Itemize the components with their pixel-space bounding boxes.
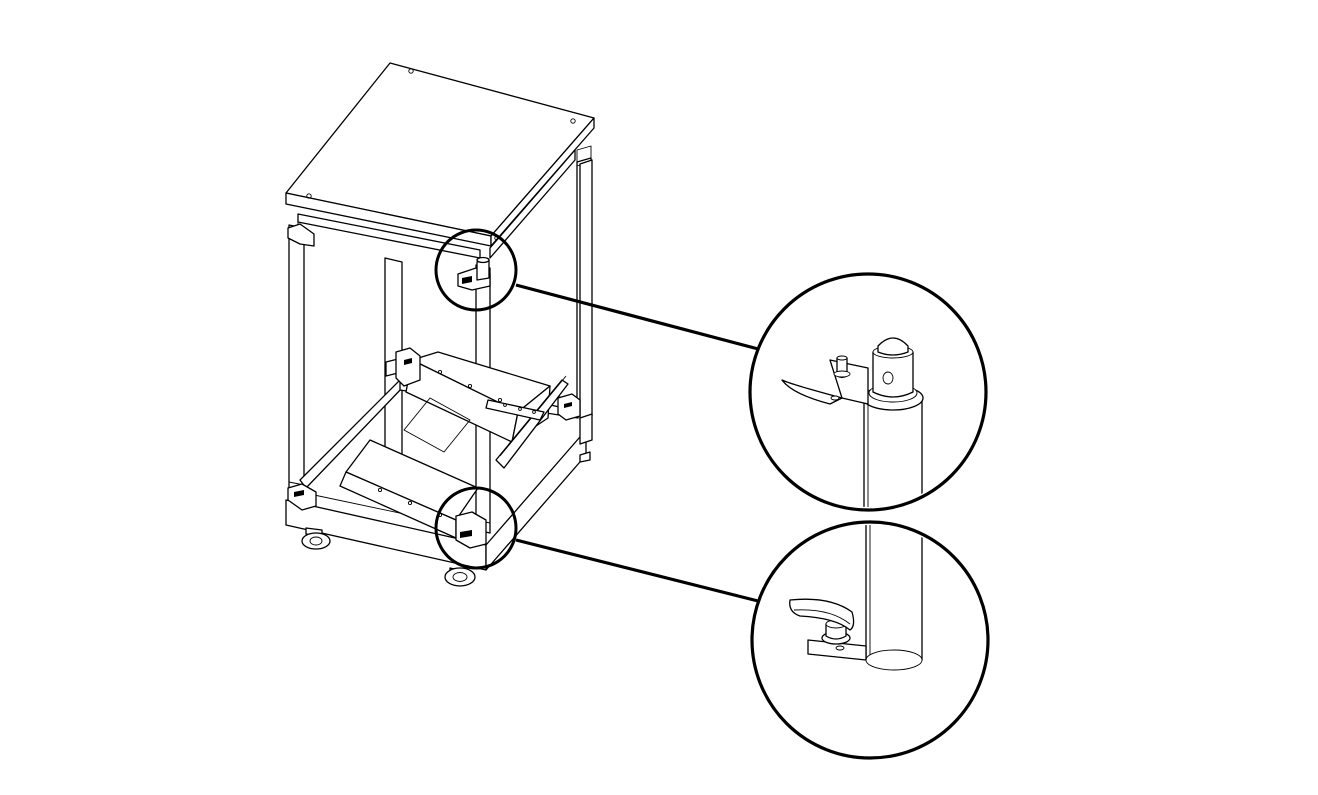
upper-inclined-shelf [405, 351, 551, 443]
upper-corner-brackets [287, 223, 491, 291]
caster-rear-right [579, 451, 591, 463]
lower-corner-brackets [287, 413, 593, 549]
lock-pin-detail [872, 351, 914, 398]
lever-detail [789, 598, 855, 631]
mid-corner-brackets [395, 347, 581, 421]
lower-detail-callout [750, 520, 990, 760]
bracket-plate-detail [807, 639, 867, 661]
caster-front-right [444, 567, 476, 587]
cart-assembly [285, 62, 595, 587]
lower-highlight-ring [434, 486, 518, 570]
slanted-side-plate [485, 375, 569, 469]
lower-leader-line [515, 538, 763, 604]
upper-detail-callout [748, 272, 988, 512]
top-panel [285, 62, 595, 247]
leader-lines [515, 283, 763, 604]
upper-leader-line [515, 283, 763, 352]
post-detail [865, 525, 923, 669]
caster-wheels [301, 451, 591, 587]
callout-rings [434, 228, 518, 570]
caster-front-left [301, 527, 331, 550]
upper-crossbars [297, 149, 576, 259]
upper-highlight-ring [434, 228, 518, 312]
tab-detail [781, 379, 843, 405]
